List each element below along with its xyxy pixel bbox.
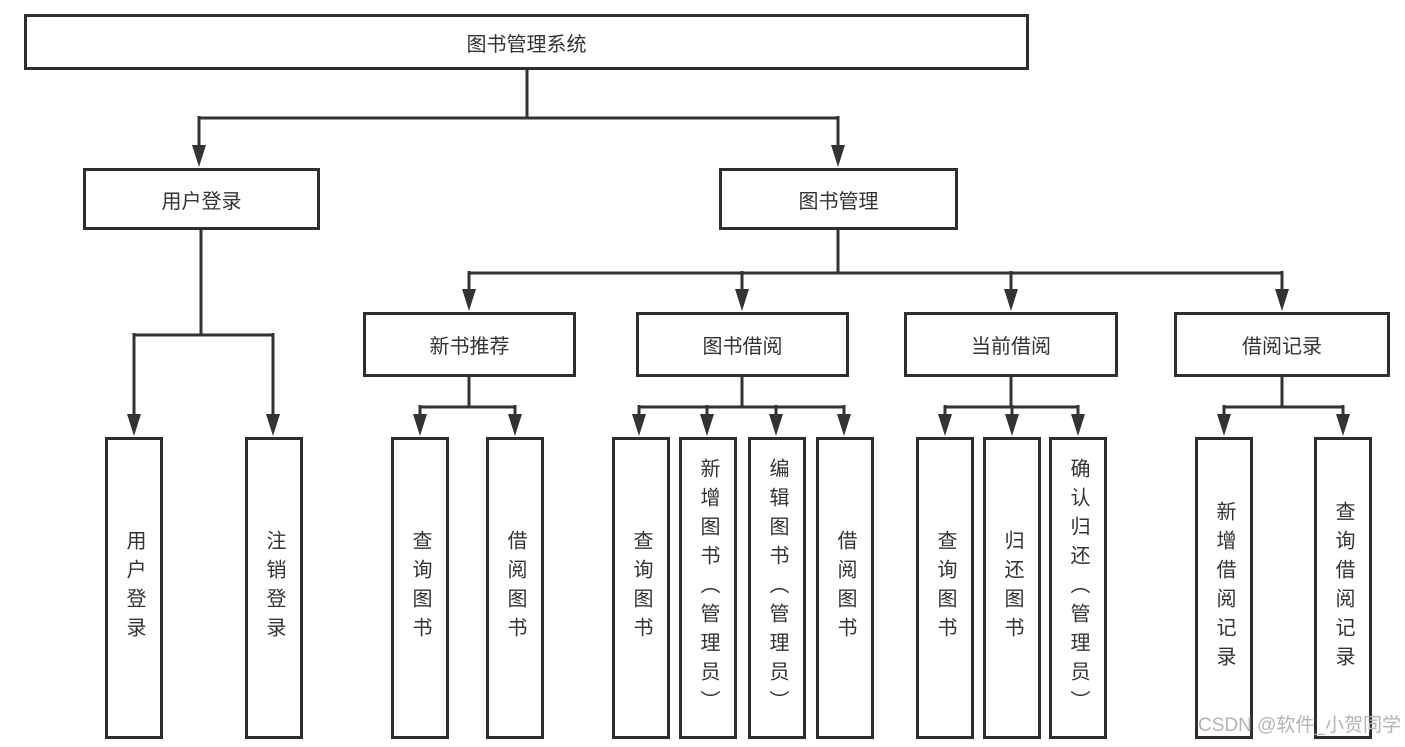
node-user-login-label: 用户登录 <box>161 190 242 213</box>
csdn-watermark: CSDN @软件_小贺同学 <box>1198 715 1401 736</box>
node-book-borrow: 图书借阅 <box>636 312 849 377</box>
node-root: 图书管理系统 <box>24 14 1029 70</box>
node-new-book-recommend: 新书推荐 <box>363 312 576 377</box>
leaf-query-book-2-label: 查询图书 <box>630 530 652 646</box>
leaf-query-book-3: 查询图书 <box>916 437 974 739</box>
leaf-confirm-return-admin: 确认归还（管理员） <box>1049 437 1107 739</box>
leaf-confirm-return-admin-label: 确认归还（管理员） <box>1067 457 1089 719</box>
node-book-management: 图书管理 <box>719 168 958 230</box>
leaf-query-book-1-label: 查询图书 <box>409 530 431 646</box>
leaf-user-login-label: 用户登录 <box>123 530 145 646</box>
leaf-add-borrow-record-label: 新增借阅记录 <box>1213 501 1235 675</box>
leaf-query-book-2: 查询图书 <box>612 437 670 739</box>
leaf-query-borrow-record-label: 查询借阅记录 <box>1332 501 1354 675</box>
leaf-borrow-book-2: 借阅图书 <box>816 437 874 739</box>
leaf-borrow-book-2-label: 借阅图书 <box>834 530 856 646</box>
node-borrow-record: 借阅记录 <box>1174 312 1390 377</box>
leaf-query-book-1: 查询图书 <box>391 437 449 739</box>
leaf-add-book-admin: 新增图书（管理员） <box>679 437 737 739</box>
node-borrow-record-label: 借阅记录 <box>1242 336 1322 358</box>
leaf-borrow-book-1-label: 借阅图书 <box>504 530 526 646</box>
leaf-borrow-book-1: 借阅图书 <box>486 437 544 739</box>
node-current-borrow-label: 当前借阅 <box>971 336 1051 358</box>
leaf-query-book-3-label: 查询图书 <box>934 530 956 646</box>
leaf-add-book-admin-label: 新增图书（管理员） <box>697 457 719 719</box>
node-book-management-label: 图书管理 <box>798 190 879 213</box>
leaf-user-login: 用户登录 <box>105 437 163 739</box>
node-user-login: 用户登录 <box>83 168 320 230</box>
node-root-label: 图书管理系统 <box>466 33 587 56</box>
leaf-edit-book-admin: 编辑图书（管理员） <box>748 437 806 739</box>
leaf-logout: 注销登录 <box>245 437 303 739</box>
node-book-borrow-label: 图书借阅 <box>702 336 783 358</box>
leaf-return-book: 归还图书 <box>983 437 1041 739</box>
node-current-borrow: 当前借阅 <box>904 312 1118 377</box>
leaf-return-book-label: 归还图书 <box>1001 530 1023 646</box>
leaf-edit-book-admin-label: 编辑图书（管理员） <box>766 457 788 719</box>
leaf-add-borrow-record: 新增借阅记录 <box>1195 437 1253 739</box>
leaf-logout-label: 注销登录 <box>263 530 285 646</box>
leaf-query-borrow-record: 查询借阅记录 <box>1314 437 1372 739</box>
node-new-book-recommend-label: 新书推荐 <box>429 336 510 358</box>
